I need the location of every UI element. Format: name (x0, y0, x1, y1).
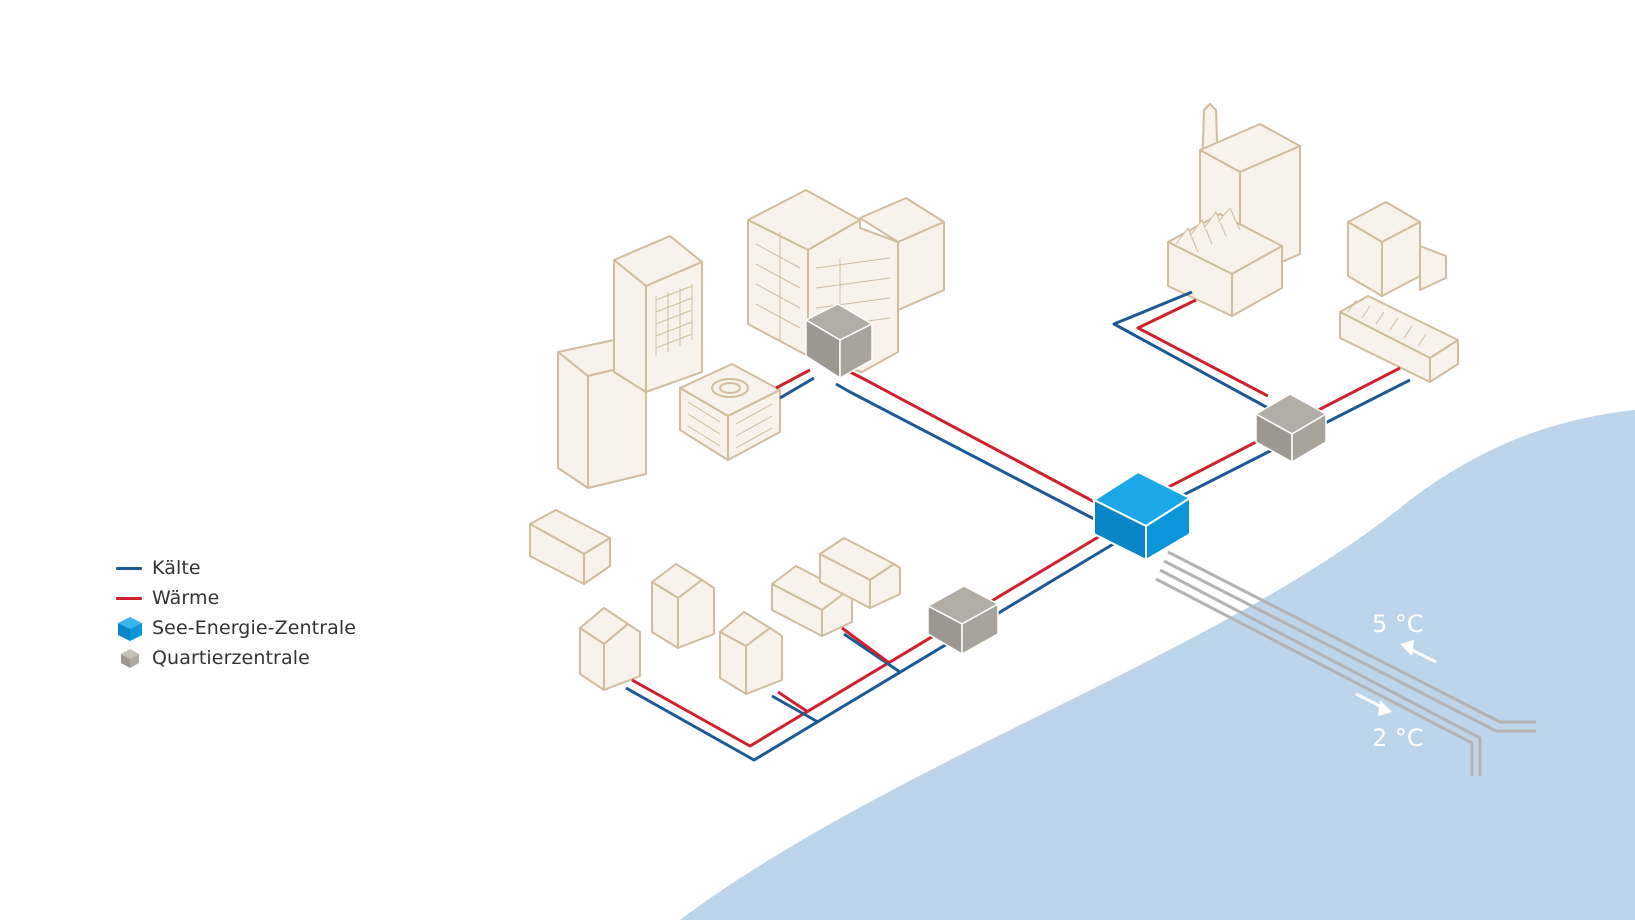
district-plant-office (804, 303, 874, 380)
legend-item-cold: Kälte (116, 553, 356, 583)
intake-temperature: 2 °C (1372, 724, 1424, 752)
cube-building (679, 363, 781, 461)
lake-pipes (1155, 550, 1536, 776)
lake-energy-plant (1091, 470, 1193, 562)
legend-item-warm: Wärme (116, 583, 356, 613)
legend-label-district-plant: Quartierzentrale (152, 647, 310, 669)
highrise (613, 235, 703, 393)
district-plant-industry (1254, 393, 1328, 464)
house-4 (719, 611, 783, 695)
legend-item-district-plant: Quartierzentrale (116, 643, 356, 673)
house-2 (579, 607, 641, 691)
cold-pipe-icon (116, 566, 142, 570)
warehouse (1339, 201, 1459, 383)
factory (1167, 103, 1301, 317)
house-6 (819, 537, 901, 609)
house-3 (651, 563, 715, 649)
house-1 (529, 509, 611, 585)
house-5 (771, 565, 853, 637)
legend-label-cold: Kälte (152, 557, 201, 579)
legend: Kälte Wärme See-Energie-Zentrale Quartie… (116, 553, 356, 673)
blue-cube-icon (118, 617, 142, 641)
legend-label-warm: Wärme (152, 587, 220, 609)
legend-item-lake-plant: See-Energie-Zentrale (116, 613, 356, 643)
grey-cube-icon (121, 649, 139, 668)
flow-arrows (1355, 640, 1437, 716)
buildings (529, 103, 1459, 695)
legend-label-lake-plant: See-Energie-Zentrale (152, 617, 357, 639)
return-temperature: 5 °C (1372, 610, 1424, 638)
warm-pipe-icon (116, 596, 142, 600)
lake (680, 410, 1635, 920)
district-plant-houses (926, 585, 1000, 656)
